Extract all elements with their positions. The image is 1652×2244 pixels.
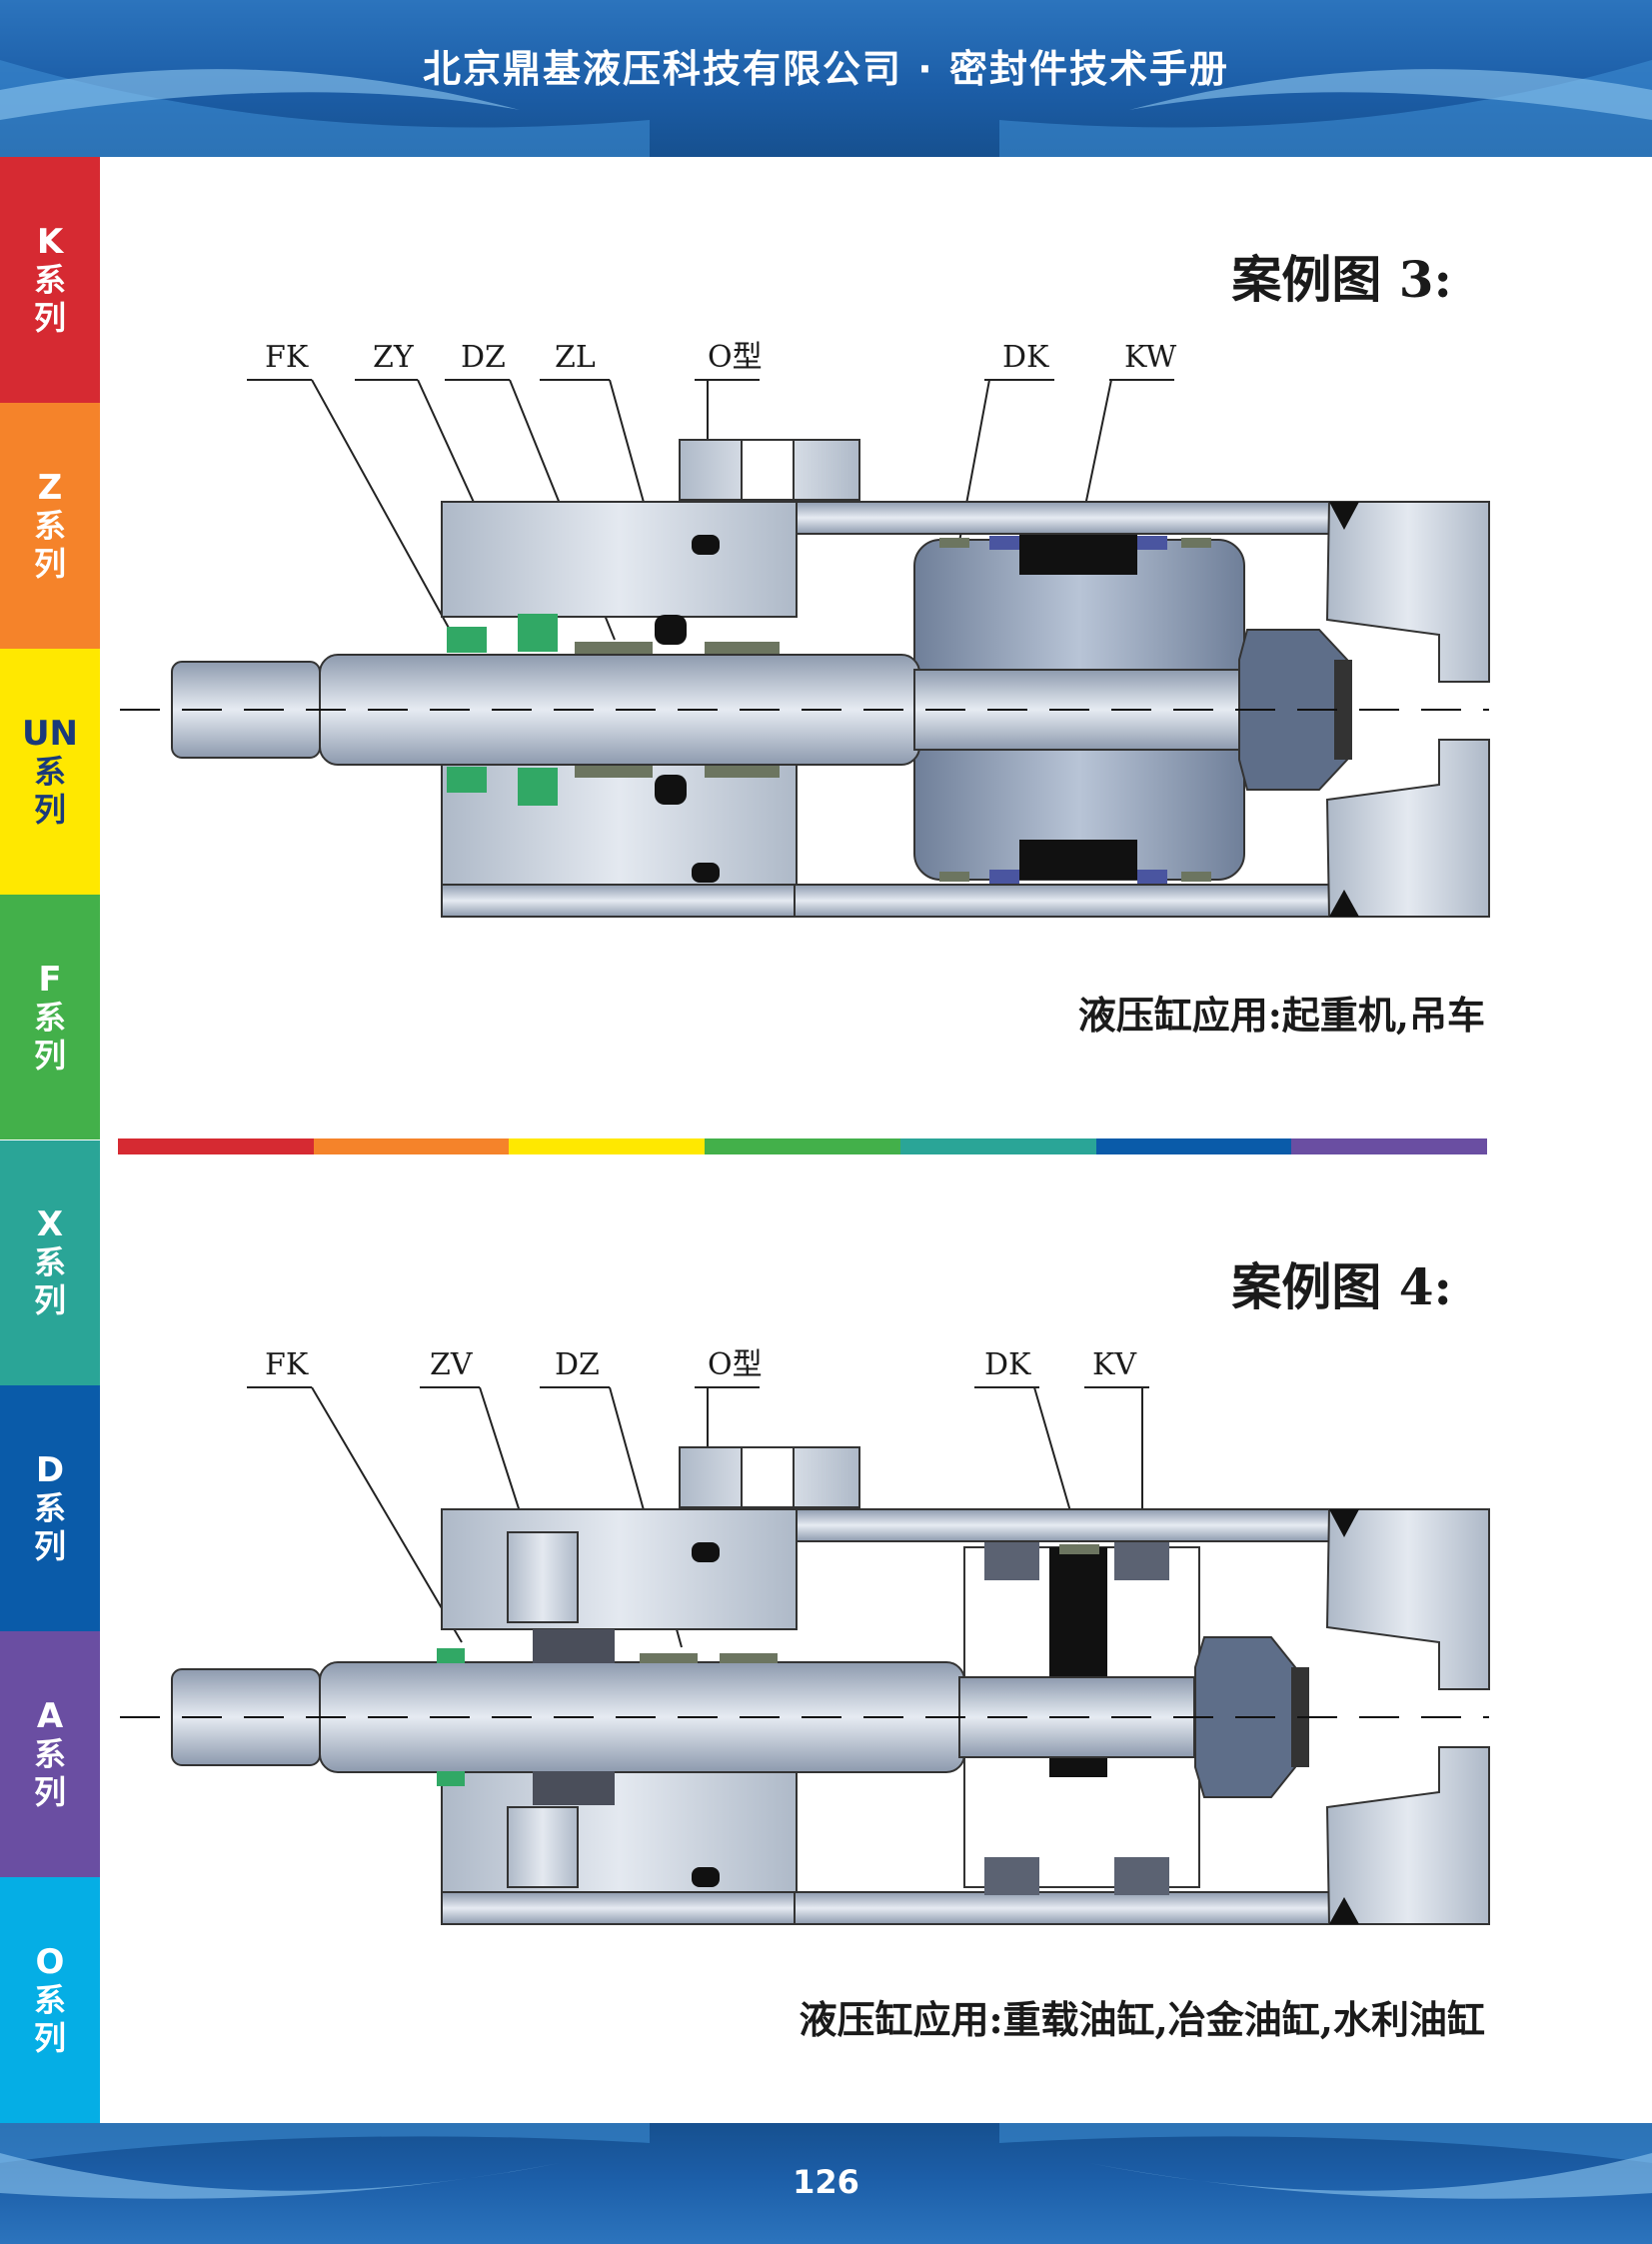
label-zy: ZY (373, 340, 415, 375)
tab-label: 系列 (33, 1243, 66, 1320)
label-zl: ZL (555, 340, 596, 375)
sidebar-tab-d-series[interactable]: D 系列 (0, 1385, 100, 1632)
tab-code: D (35, 1450, 65, 1491)
tab-code: X (36, 1204, 64, 1245)
case3-cylinder-diagram: FK ZY DZ ZL O型 DK KW (120, 340, 1490, 918)
header-title: 北京鼎基液压科技有限公司 · 密封件技术手册 (423, 47, 1229, 91)
sidebar-tab-f-series[interactable]: F 系列 (0, 894, 100, 1140)
tab-label: 系列 (33, 1735, 66, 1812)
footer-swoosh-decoration (0, 2123, 1652, 2199)
tab-code: O (35, 1942, 65, 1983)
label-kw: KW (1124, 340, 1176, 375)
tab-label: 系列 (33, 752, 66, 829)
divider-segment (899, 1138, 1096, 1154)
tab-code: Z (37, 467, 63, 508)
label-fk: FK (265, 1347, 309, 1382)
label-kv: KV (1092, 1347, 1137, 1382)
sidebar-tab-o-series[interactable]: O 系列 (0, 1877, 100, 2123)
divider-segment (313, 1138, 510, 1154)
sidebar-tab-z-series[interactable]: Z 系列 (0, 402, 100, 649)
page-number: 126 (793, 2163, 859, 2201)
case3-title: 案例图 3: (1231, 250, 1452, 309)
label-dz: DZ (555, 1347, 600, 1382)
label-fk: FK (265, 340, 309, 375)
sidebar-tab-k-series[interactable]: K 系列 (0, 157, 100, 403)
case4-cylinder-diagram: FK ZV DZ O型 DK KV (120, 1347, 1490, 1925)
divider-segment (118, 1138, 314, 1154)
case4-caption: 液压缸应用:重载油缸,冶金油缸,水利油缸 (799, 1997, 1486, 2042)
label-zv: ZV (430, 1347, 474, 1382)
series-sidebar: K 系列 Z 系列 UN 系列 F 系列 X 系列 D 系列 A 系列 O 系列 (0, 157, 100, 2123)
label-o-ring: O型 (708, 340, 763, 375)
tab-label: 系列 (33, 998, 66, 1075)
section-divider (118, 1138, 1488, 1154)
sidebar-tab-un-series[interactable]: UN 系列 (0, 648, 100, 895)
label-dk: DK (1002, 340, 1049, 375)
divider-segment (705, 1138, 900, 1154)
tab-label: 系列 (33, 506, 66, 583)
tab-label: 系列 (33, 1981, 66, 2058)
case4-title: 案例图 4: (1231, 1257, 1452, 1316)
header-swoosh-decoration (0, 60, 1652, 157)
tab-code: A (36, 1696, 64, 1737)
sidebar-tab-a-series[interactable]: A 系列 (0, 1631, 100, 1878)
divider-segment (1095, 1138, 1292, 1154)
label-dz: DZ (461, 340, 506, 375)
divider-segment (1291, 1138, 1488, 1154)
label-dk: DK (984, 1347, 1031, 1382)
page-header: 北京鼎基液压科技有限公司 · 密封件技术手册 (0, 0, 1652, 157)
label-o-ring: O型 (708, 1347, 763, 1382)
case3-caption: 液压缸应用:起重机,吊车 (1077, 993, 1485, 1038)
tab-code: UN (21, 713, 79, 754)
sidebar-tab-x-series[interactable]: X 系列 (0, 1139, 100, 1386)
tab-code: K (36, 221, 64, 262)
tab-label: 系列 (33, 1489, 66, 1566)
page-footer: 126 (0, 2123, 1652, 2244)
divider-segment (509, 1138, 706, 1154)
tab-label: 系列 (33, 260, 66, 337)
tab-code: F (38, 959, 62, 1000)
